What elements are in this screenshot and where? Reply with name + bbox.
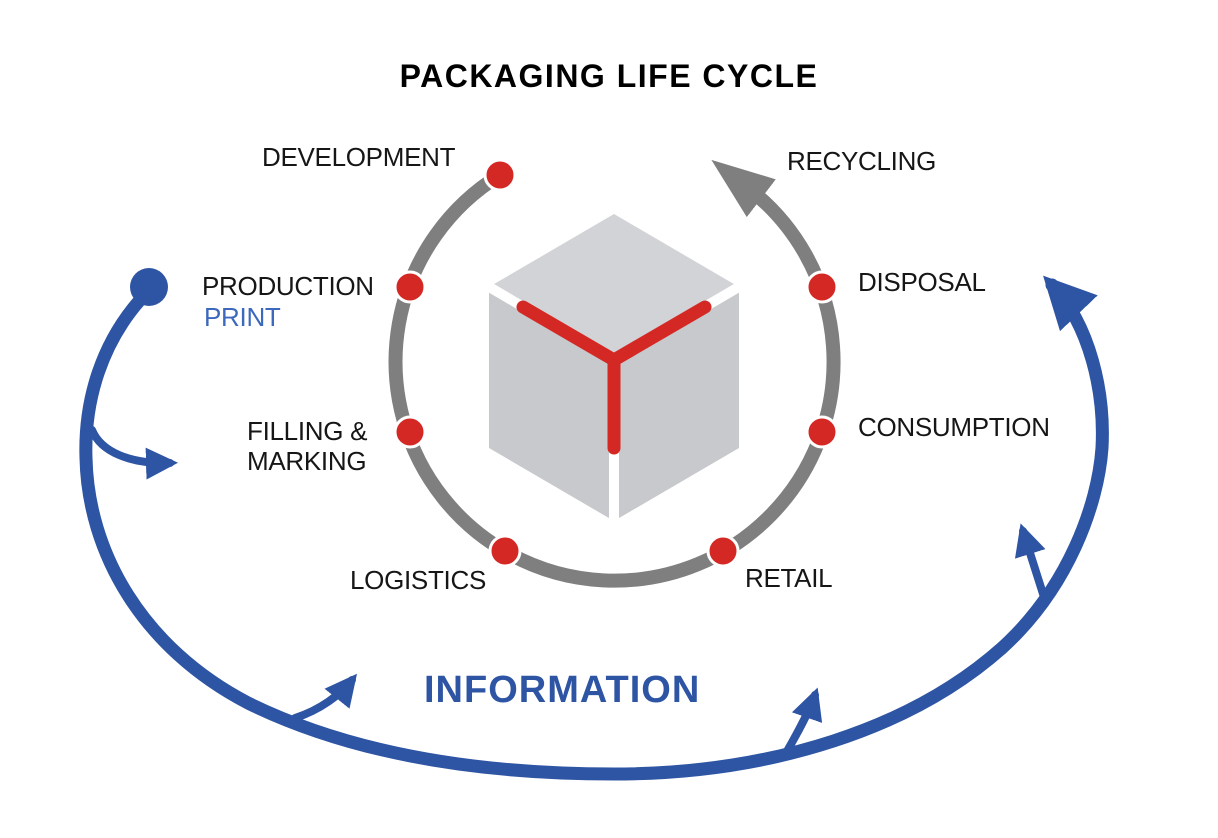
information-flow-curve [79,268,1109,781]
info-branch-arrow-filling-marking [88,426,178,480]
stage-dot-production [393,270,427,304]
stage-label-recycling: RECYCLING [787,146,936,176]
stage-dot-retail [706,534,740,568]
stage-label-filling-marking: FILLING & MARKING [247,416,367,476]
stage-label-production: PRODUCTION [202,271,374,301]
page-title: PACKAGING LIFE CYCLE [399,58,819,94]
info-branch-arrow-logistics [291,673,357,722]
info-branch-arrow-retail [782,687,823,757]
stage-label-development: DEVELOPMENT [262,142,456,172]
stage-dot-disposal [805,270,839,304]
stage-dot-consumption [805,415,839,449]
stage-dot-development [483,158,517,192]
stage-dots [393,158,839,568]
stage-label-retail: RETAIL [745,563,833,593]
information-start-dot [130,268,168,306]
stage-label-filling-line1: FILLING & [247,416,368,446]
stage-sublabel-print: PRINT [204,302,281,332]
stage-label-logistics: LOGISTICS [350,565,486,595]
package-cube-icon [464,214,764,547]
cube-red-edges [516,300,712,455]
stage-dot-filling-marking [393,415,427,449]
stage-label-filling-line2: MARKING [247,446,367,476]
stage-label-disposal: DISPOSAL [858,267,986,297]
info-branch-arrow-consumption [1014,523,1048,601]
information-label: INFORMATION [424,669,701,711]
stage-dot-logistics [488,534,522,568]
information-main-curve [79,275,1109,781]
lifecycle-arc [388,159,841,588]
stage-label-consumption: CONSUMPTION [858,412,1050,442]
